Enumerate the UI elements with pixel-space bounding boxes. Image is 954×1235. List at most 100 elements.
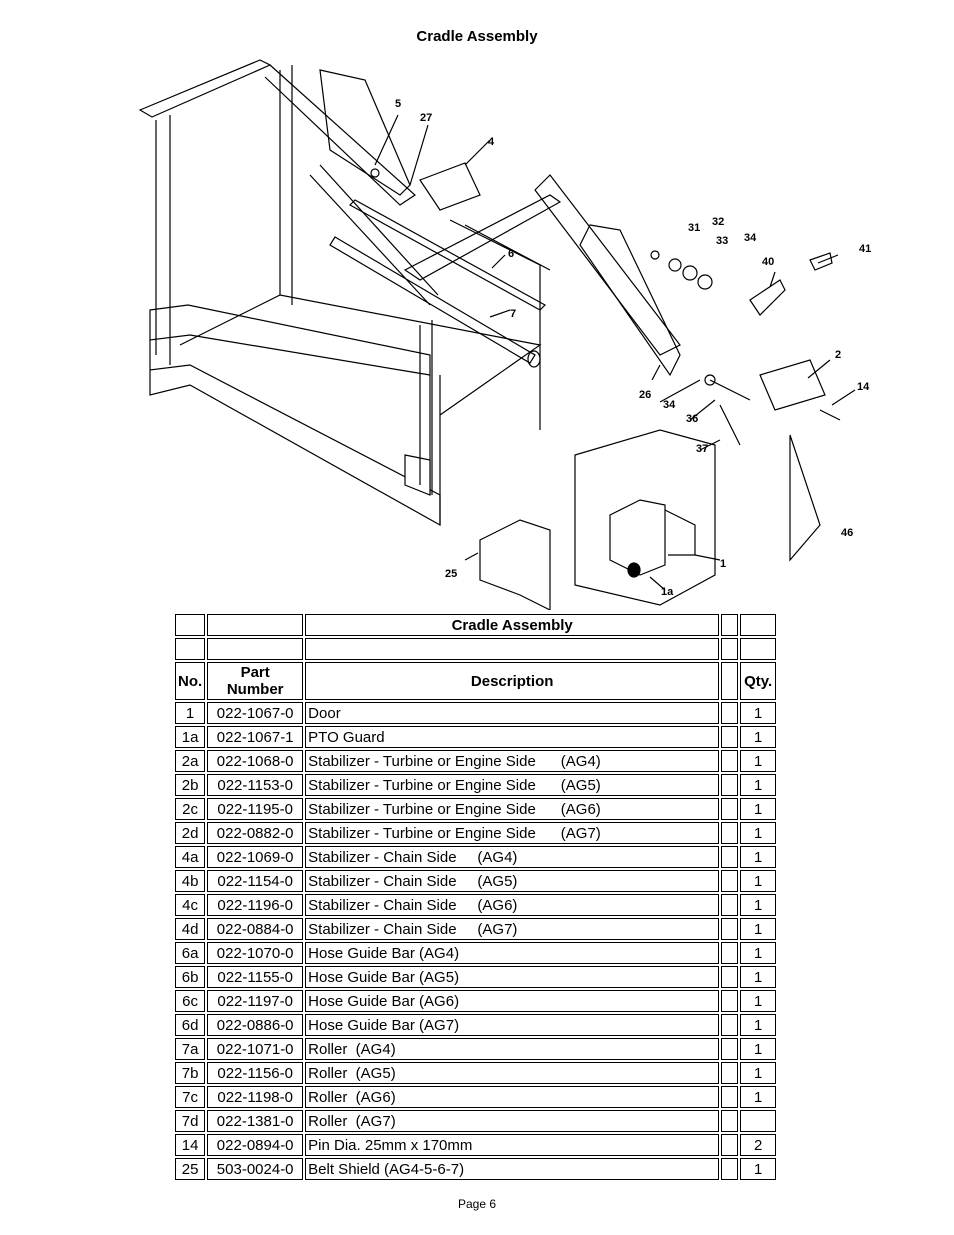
cell-qty: 1 [740,846,777,868]
callout-2: 2 [835,349,841,361]
callout-14: 14 [857,381,870,393]
callout-33: 33 [716,235,728,247]
callout-40: 40 [762,256,774,268]
cell-desc: Pin Dia. 25mm x 170mm [305,1134,720,1156]
cell-qty: 1 [740,726,777,748]
callout-25: 25 [445,568,457,580]
callout-7: 7 [510,308,516,320]
cell-part: 022-1381-0 [207,1110,304,1132]
header-part-number: Part Number [207,662,304,700]
callout-5: 5 [395,98,401,110]
callout-31: 31 [688,222,700,234]
cell-no: 2d [175,822,206,844]
cell-part: 022-1197-0 [207,990,304,1012]
cell-desc: Roller (AG6) [305,1086,720,1108]
cell-part: 022-1195-0 [207,798,304,820]
cell-part: 022-1070-0 [207,942,304,964]
cell-desc: Roller (AG4) [305,1038,720,1060]
cell-part: 022-1155-0 [207,966,304,988]
parts-table: Cradle Assembly No. Part Number Descript… [173,612,778,1182]
cell-no: 6a [175,942,206,964]
cell-desc: Hose Guide Bar (AG7) [305,1014,720,1036]
cell-desc: Stabilizer - Turbine or Engine Side (AG5… [305,774,720,796]
cell-qty: 2 [740,1134,777,1156]
callout-36: 36 [686,413,698,425]
cell-qty: 1 [740,822,777,844]
cell-qty: 1 [740,798,777,820]
cell-no: 2b [175,774,206,796]
page-title: Cradle Assembly [416,28,538,45]
cell-qty: 1 [740,1014,777,1036]
cell-part: 022-1154-0 [207,870,304,892]
header-no: No. [175,662,206,700]
cell-qty: 1 [740,918,777,940]
cell-no: 25 [175,1158,206,1180]
cell-part: 503-0024-0 [207,1158,304,1180]
cell-qty: 1 [740,1038,777,1060]
cell-desc: Stabilizer - Turbine or Engine Side (AG4… [305,750,720,772]
cell-qty: 1 [740,870,777,892]
callout-34: 34 [744,232,757,244]
cell-desc: Stabilizer - Chain Side (AG7) [305,918,720,940]
cell-desc: Hose Guide Bar (AG5) [305,966,720,988]
cell-qty: 1 [740,966,777,988]
cell-no: 4a [175,846,206,868]
header-description: Description [305,662,720,700]
cell-qty: 1 [740,1062,777,1084]
cell-no: 1a [175,726,206,748]
cell-part: 022-1156-0 [207,1062,304,1084]
cell-desc: Belt Shield (AG4-5-6-7) [305,1158,720,1180]
callout-6: 6 [508,248,514,260]
cell-part: 022-1071-0 [207,1038,304,1060]
cell-part: 022-1067-1 [207,726,304,748]
cell-desc: Door [305,702,720,724]
cell-no: 4d [175,918,206,940]
cell-desc: Stabilizer - Chain Side (AG6) [305,894,720,916]
callout-1: 1 [720,558,726,570]
cell-desc: Roller (AG7) [305,1110,720,1132]
cell-no: 7a [175,1038,206,1060]
cell-part: 022-1153-0 [207,774,304,796]
cell-qty: 1 [740,894,777,916]
cell-desc: Stabilizer - Turbine or Engine Side (AG7… [305,822,720,844]
callout-34b: 34 [663,399,676,411]
cell-part: 022-0882-0 [207,822,304,844]
cell-desc: Roller (AG5) [305,1062,720,1084]
cell-no: 7b [175,1062,206,1084]
cell-no: 6c [175,990,206,1012]
cell-no: 2a [175,750,206,772]
cell-qty: 1 [740,750,777,772]
cell-qty: 1 [740,1158,777,1180]
cell-desc: Stabilizer - Chain Side (AG4) [305,846,720,868]
cell-part: 022-1198-0 [207,1086,304,1108]
cell-no: 6b [175,966,206,988]
table-blank-row [175,638,777,660]
cell-desc: Hose Guide Bar (AG6) [305,990,720,1012]
cell-desc: Hose Guide Bar (AG4) [305,942,720,964]
callout-1a: 1a [661,586,674,598]
cell-qty: 1 [740,942,777,964]
cell-qty [740,1110,777,1132]
cell-no: 7c [175,1086,206,1108]
exploded-view-diagram: 5 27 4 31 32 33 34 41 40 6 7 2 14 26 34 … [138,59,871,611]
callout-37: 37 [696,443,708,455]
page-number: Page 6 [457,1197,497,1211]
cell-qty: 1 [740,990,777,1012]
cell-no: 14 [175,1134,206,1156]
callout-26: 26 [639,389,651,401]
